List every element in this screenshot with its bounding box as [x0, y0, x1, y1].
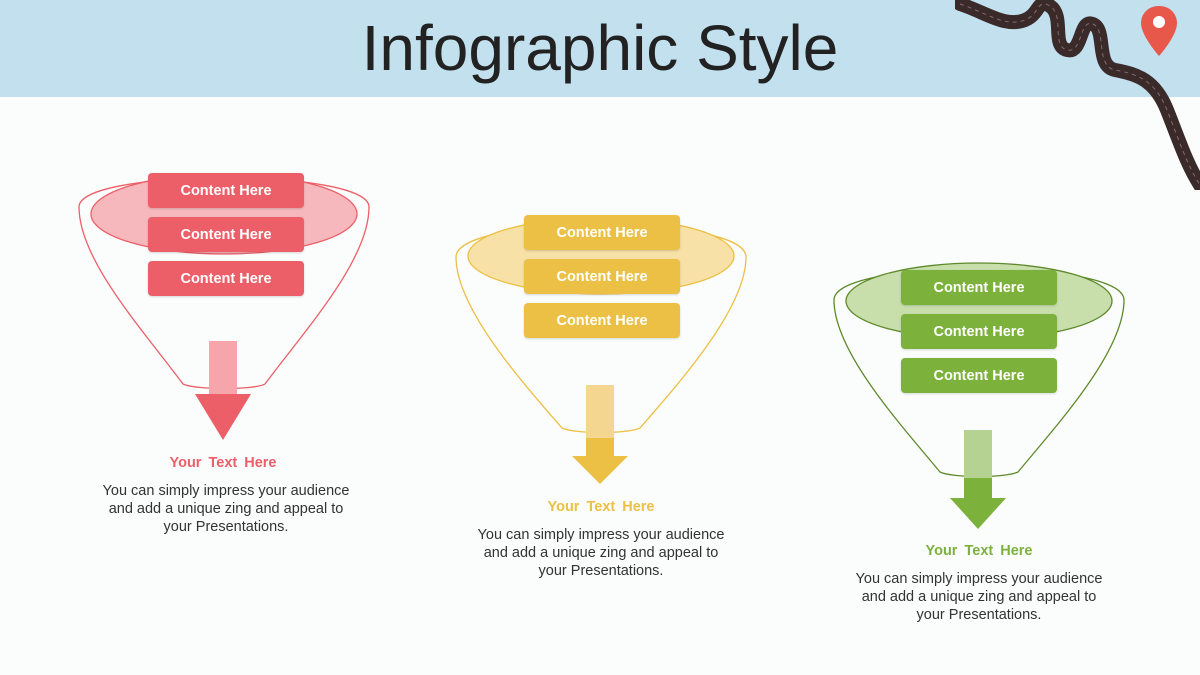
funnel-1-item-1: Content Here: [148, 173, 304, 208]
funnel-1-description: You can simply impress your audience and…: [102, 483, 350, 535]
road-illustration: [955, 0, 1200, 190]
funnel-2-heading: Your Text Here: [547, 499, 655, 515]
down-arrow-icon: [572, 385, 628, 484]
funnel-3-item-2: Content Here: [901, 314, 1057, 349]
funnel-3-item-3: Content Here: [901, 358, 1057, 393]
funnel-3-description: You can simply impress your audience and…: [855, 571, 1103, 623]
funnel-1-item-2: Content Here: [148, 217, 304, 252]
funnel-3-heading: Your Text Here: [925, 543, 1033, 559]
funnel-3-item-1: Content Here: [901, 270, 1057, 305]
funnel-2-description: You can simply impress your audience and…: [477, 527, 725, 579]
funnel-1-item-3: Content Here: [148, 261, 304, 296]
down-arrow-icon: [950, 430, 1006, 529]
page-title: Infographic Style: [361, 12, 839, 84]
map-pin-icon: [1141, 6, 1177, 56]
funnel-2-item-2: Content Here: [524, 259, 680, 294]
funnel-2-item-1: Content Here: [524, 215, 680, 250]
funnel-1-heading: Your Text Here: [169, 455, 277, 471]
funnel-2-item-3: Content Here: [524, 303, 680, 338]
down-arrow-icon: [195, 341, 251, 440]
